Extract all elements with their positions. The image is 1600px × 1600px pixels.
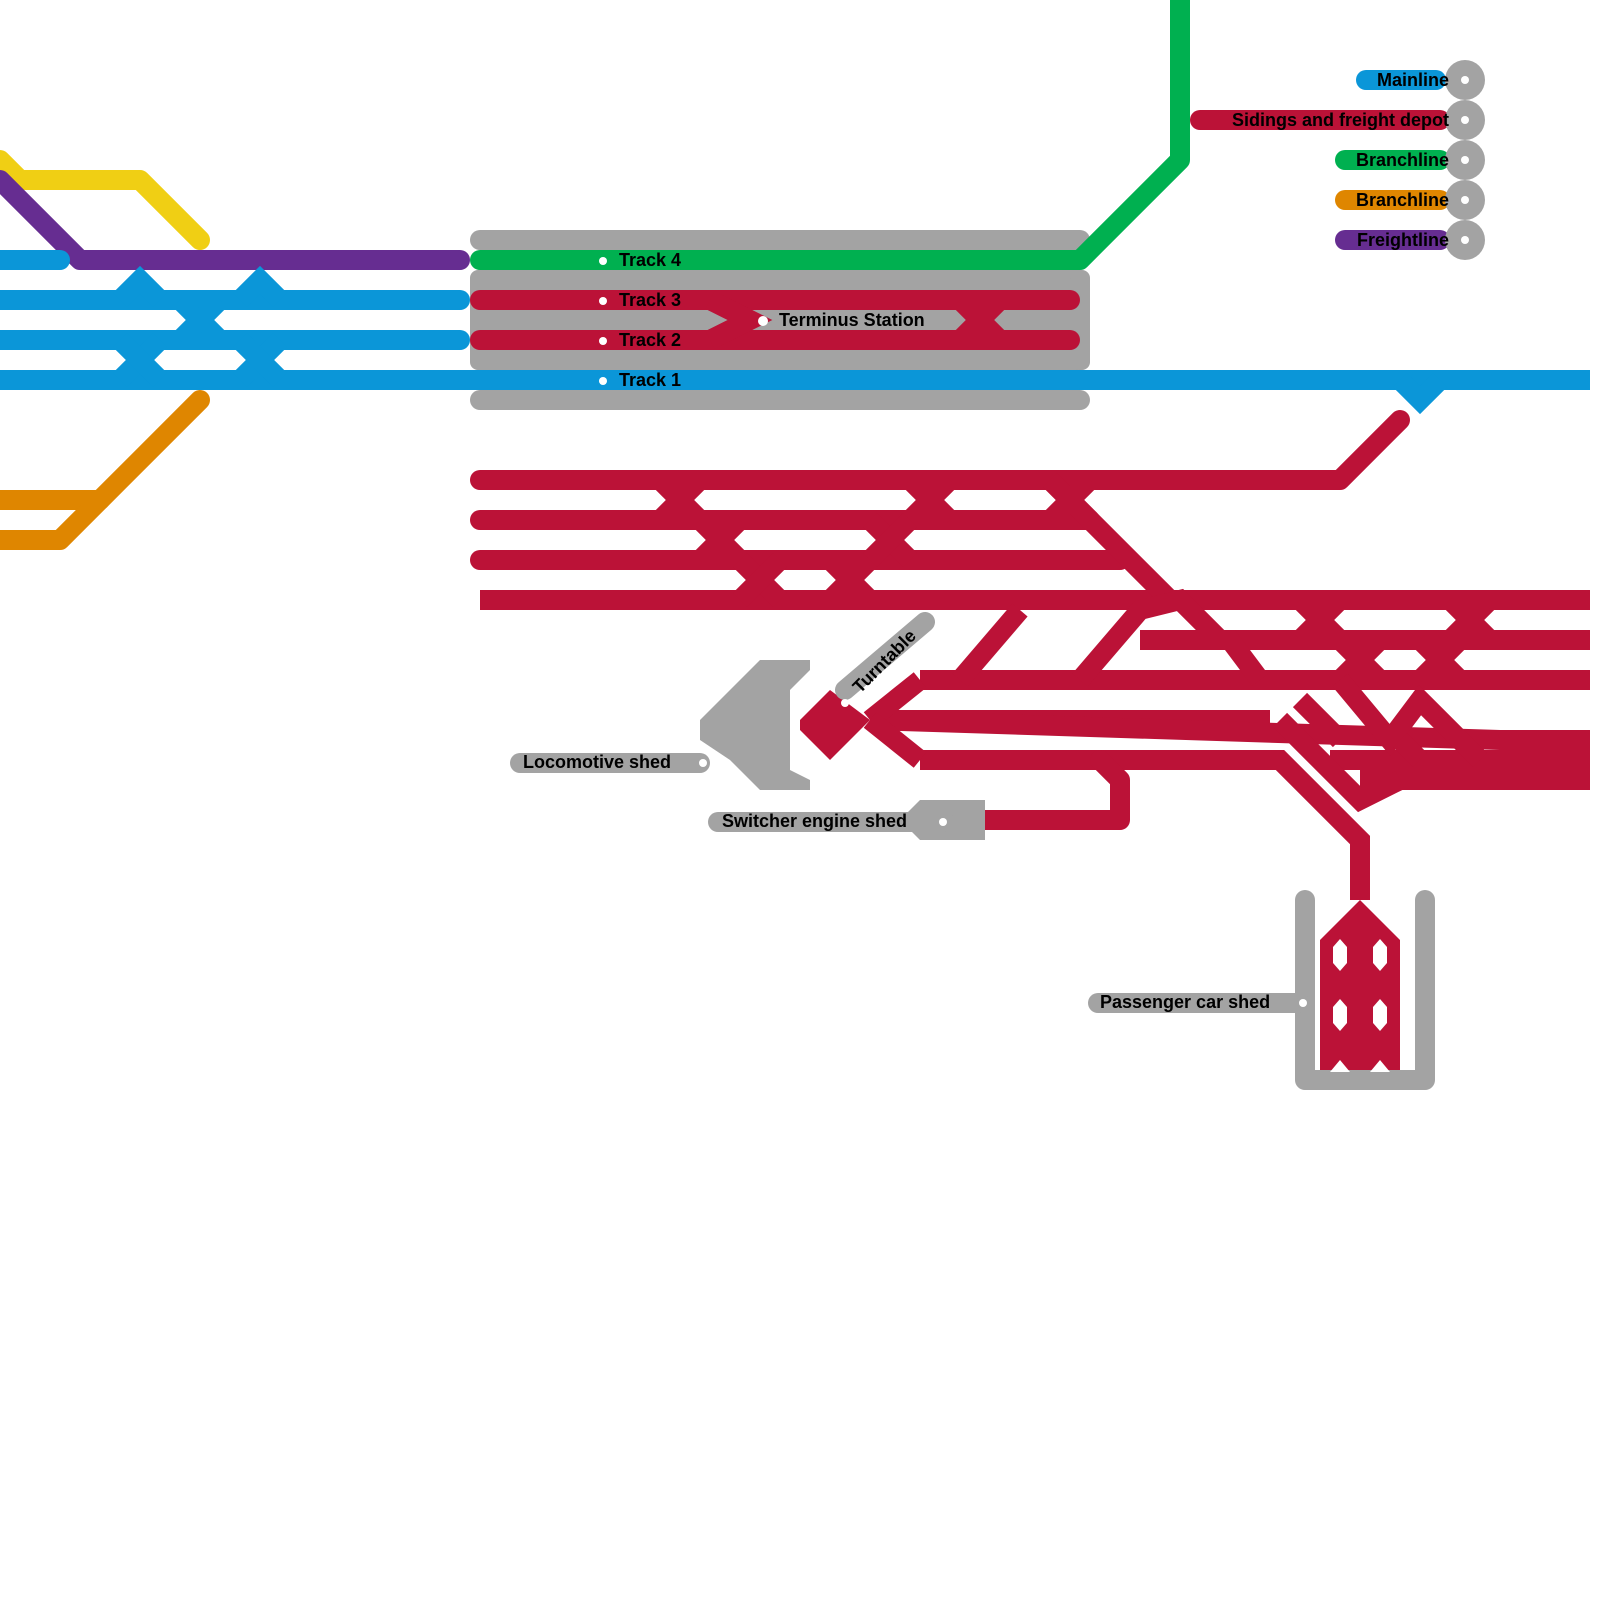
yard-line	[869, 710, 1590, 750]
track-2-stop-icon	[599, 337, 607, 345]
track-1-label[interactable]: Track 1	[619, 370, 681, 390]
passenger-car-shed-tracks	[1320, 900, 1400, 1070]
passenger-shed-stop-icon	[1299, 999, 1307, 1007]
legend-swatch	[1356, 70, 1446, 90]
mainline-junction	[112, 265, 168, 308]
turntable-stop-icon	[841, 699, 849, 707]
legend-label: Branchline	[1356, 150, 1449, 170]
yard-diagonal	[1332, 673, 1488, 768]
locomotive-shed-label[interactable]: Locomotive shed	[523, 752, 671, 772]
station-crossover	[705, 291, 773, 349]
yard-diagonal	[1140, 630, 1268, 686]
legend: Mainline Sidings and freight depot Branc…	[1195, 60, 1485, 260]
legend-label: Sidings and freight depot	[1232, 110, 1449, 130]
legend-swatch	[1335, 190, 1450, 210]
switcher-shed-track	[970, 750, 1130, 830]
turntable-icon	[800, 690, 870, 760]
station-crossover	[952, 292, 1008, 348]
track-gap	[1333, 939, 1347, 971]
yard-crossover	[902, 472, 958, 528]
terminus-station-stop-icon	[758, 316, 768, 326]
track-1-stop-icon	[599, 377, 607, 385]
siding-1	[470, 410, 1410, 490]
rail-lines	[0, 0, 1590, 900]
yard-crossover	[1292, 592, 1348, 648]
legend-item-branchline-orange[interactable]: Branchline	[1335, 180, 1485, 220]
locomotive-shed-stop-icon	[699, 759, 707, 767]
legend-dot-icon	[1461, 196, 1469, 204]
legend-dot-icon	[1461, 76, 1469, 84]
passenger-shed-label[interactable]: Passenger car shed	[1100, 992, 1270, 1012]
yard-crossover	[1472, 752, 1508, 788]
yard-diagonal	[952, 603, 1028, 687]
turntable-label-bg	[835, 612, 935, 700]
track-3-stop-icon	[599, 297, 607, 305]
branchline-green	[470, 0, 1190, 270]
mainline-crossover	[232, 332, 288, 388]
track-labels: Track 4 Track 3 Track 2 Track 1 Terminus…	[599, 250, 925, 390]
yard-diagonal	[1072, 588, 1228, 687]
legend-swatch	[1335, 150, 1450, 170]
track-gap	[1370, 1060, 1390, 1072]
track-3-label[interactable]: Track 3	[619, 290, 681, 310]
track-4-stop-icon	[599, 257, 607, 265]
legend-dot-icon	[1461, 236, 1469, 244]
terminus-station-label[interactable]: Terminus Station	[779, 310, 925, 330]
freightline	[0, 170, 470, 270]
passenger-car-shed-frame	[1295, 890, 1435, 1090]
yard-crossover	[732, 552, 788, 608]
legend-item-mainline[interactable]: Mainline	[1356, 60, 1485, 100]
yard-line	[1272, 712, 1405, 813]
legend-label: Mainline	[1377, 70, 1449, 90]
track-gap	[1333, 999, 1347, 1031]
yard-crossover	[862, 512, 918, 568]
locomotive-shed-icon	[700, 660, 810, 790]
yard-crossover	[1392, 732, 1428, 768]
legend-swatch	[1335, 230, 1450, 250]
switcher-shed-label[interactable]: Switcher engine shed	[722, 811, 907, 831]
yard-crossover	[822, 552, 878, 608]
track-2-label[interactable]: Track 2	[619, 330, 681, 350]
track-gap	[1373, 939, 1387, 971]
mainline-junction	[1392, 372, 1448, 415]
yard-crossover	[1412, 632, 1468, 688]
mainline-crossover	[112, 332, 168, 388]
legend-swatch	[1195, 110, 1450, 130]
legend-item-freightline[interactable]: Freightline	[1335, 220, 1485, 260]
legend-item-sidings[interactable]: Sidings and freight depot	[1195, 100, 1485, 140]
mainline-junction	[232, 265, 288, 308]
track-gap	[1373, 999, 1387, 1031]
yard-diagonal	[1292, 692, 1348, 748]
legend-dot-icon	[1461, 156, 1469, 164]
turntable-lead	[863, 672, 927, 728]
mainline-crossover	[172, 292, 228, 348]
legend-item-branchline-green[interactable]: Branchline	[1335, 140, 1485, 180]
track-4-label[interactable]: Track 4	[619, 250, 681, 270]
yard-crossover	[1332, 632, 1388, 688]
track-gap	[1330, 1060, 1350, 1072]
turntable-lead	[863, 712, 927, 768]
switcher-shed-stop-icon	[939, 818, 947, 826]
facilities	[510, 612, 1435, 1090]
legend-label: Freightline	[1357, 230, 1449, 250]
yard-crossover	[1042, 472, 1098, 528]
yellow-line	[0, 150, 210, 250]
yard-crossover	[652, 472, 708, 528]
yard-crossover	[1442, 592, 1498, 648]
branchline-orange	[0, 390, 210, 510]
yard-crossover	[692, 512, 748, 568]
legend-dot-icon	[1461, 116, 1469, 124]
branchline-orange-spur	[0, 490, 110, 550]
legend-label: Branchline	[1356, 190, 1449, 210]
